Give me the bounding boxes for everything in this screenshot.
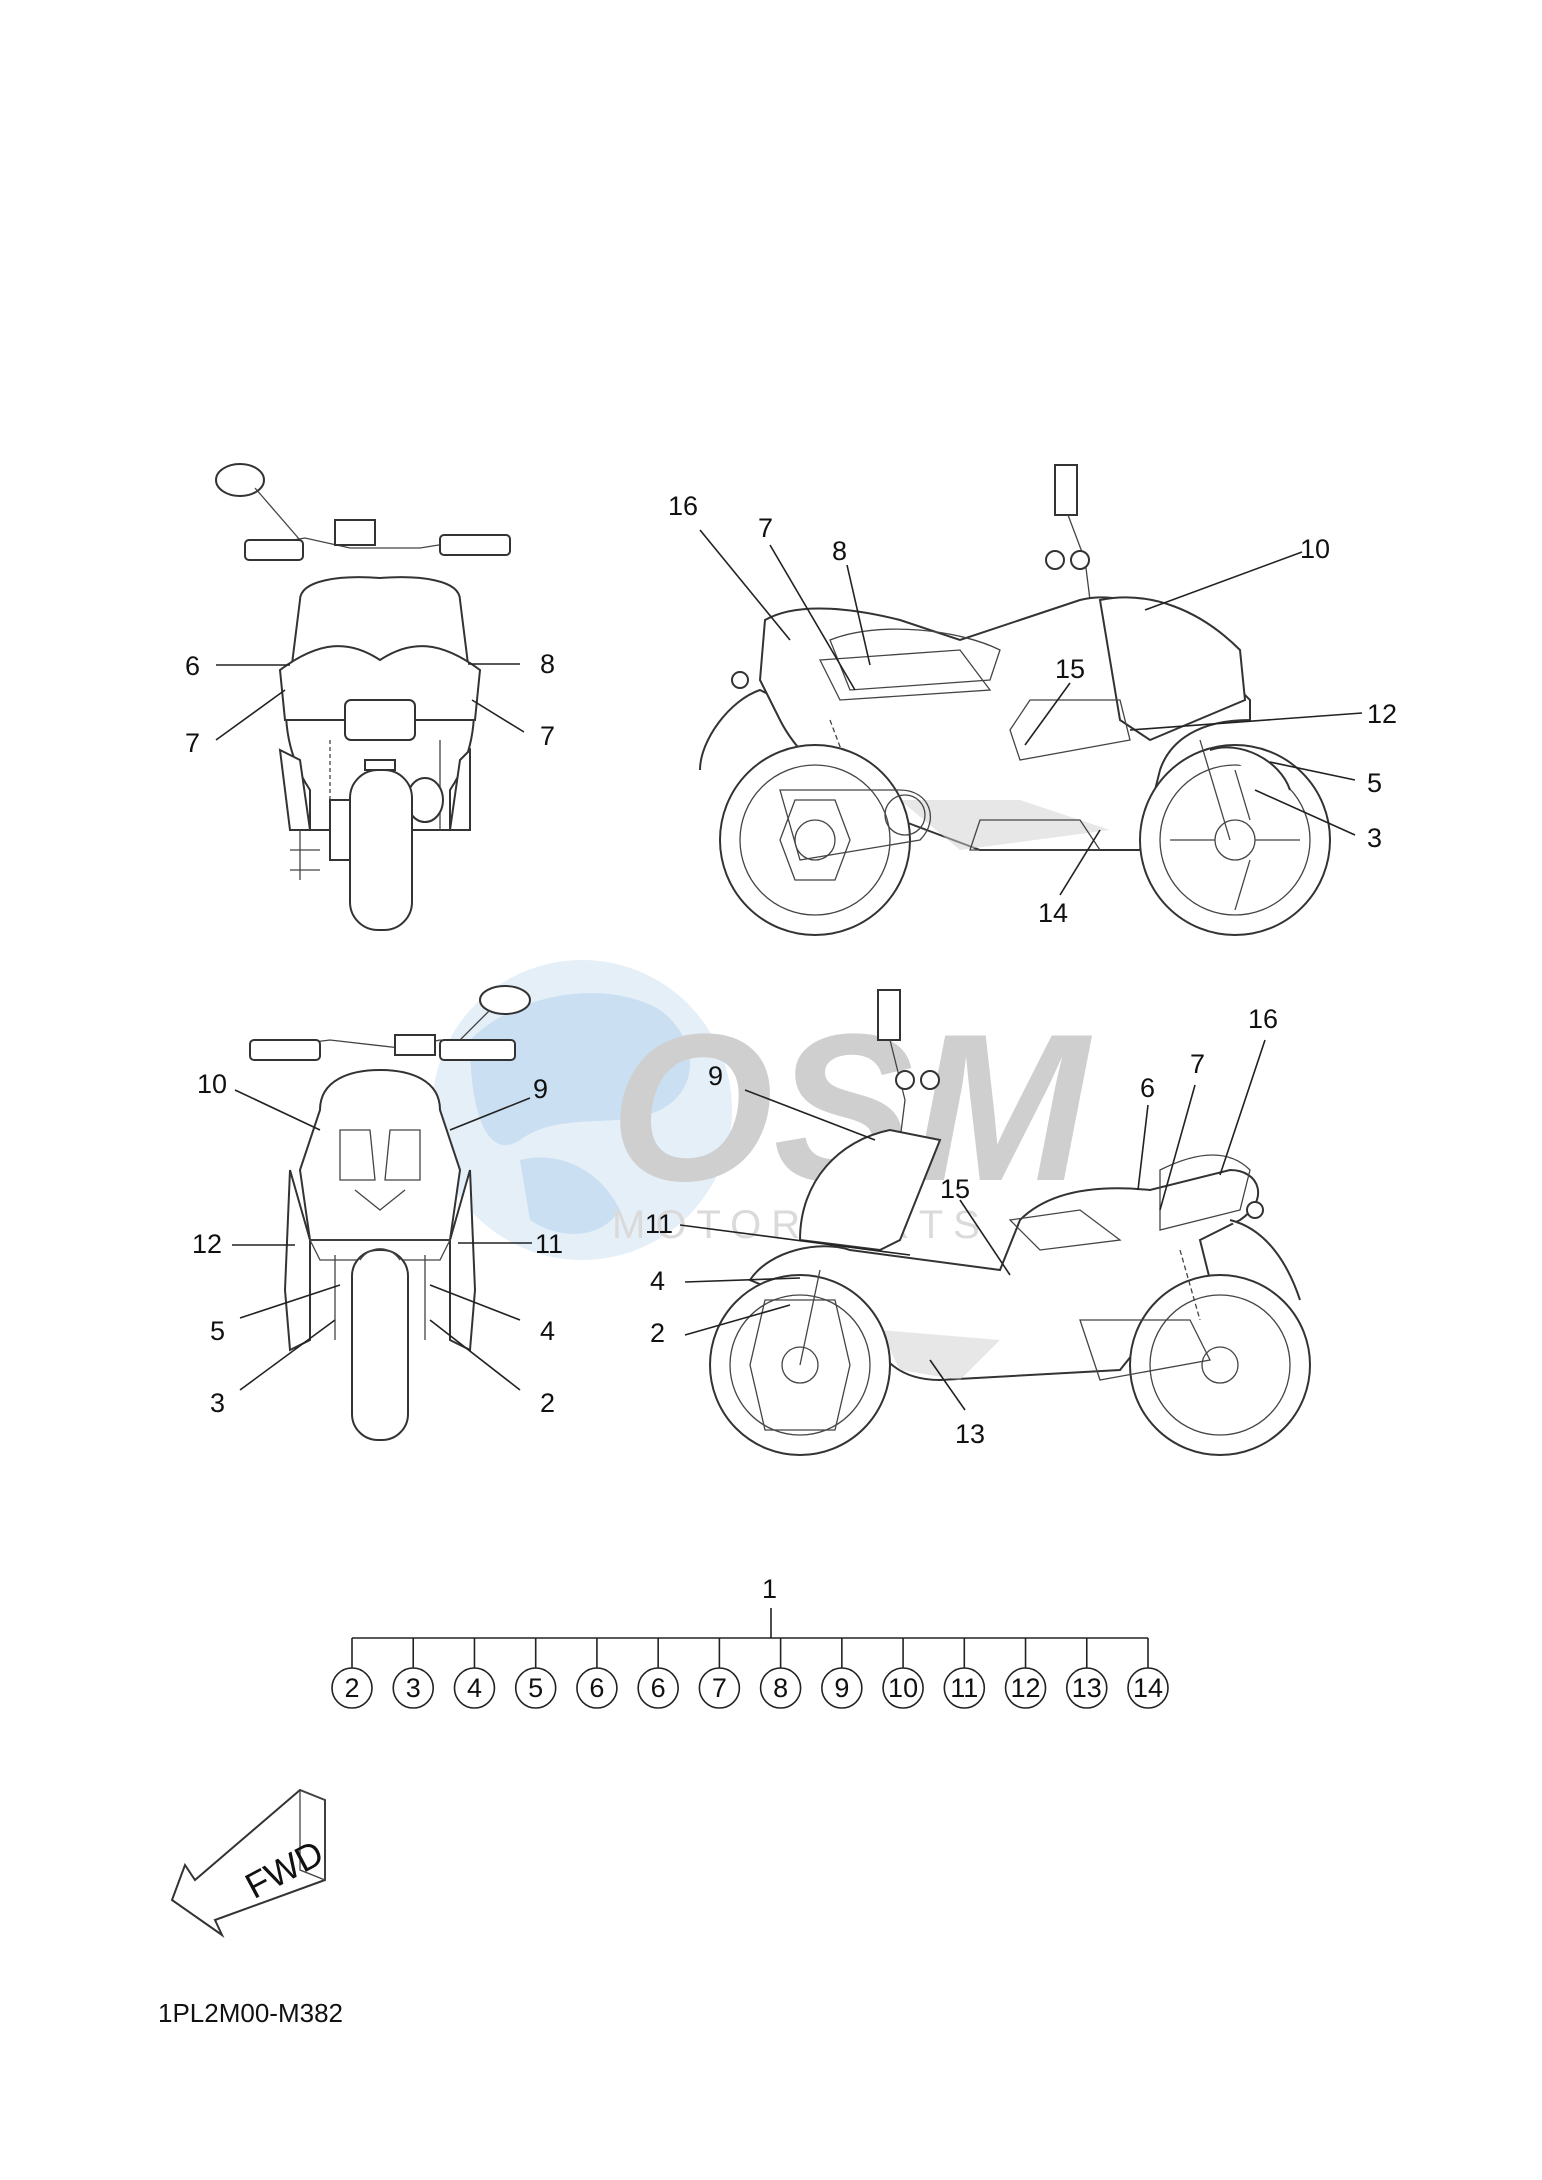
callout-label: 5 (210, 1316, 225, 1346)
kit-item-label: 6 (651, 1673, 666, 1703)
callout-label: 5 (1367, 768, 1382, 798)
rear-view-leaders (215, 663, 525, 741)
fwd-arrow: FWD (170, 1788, 330, 1938)
kit-label: 1 (762, 1574, 777, 1604)
callout-label: 9 (533, 1074, 548, 1104)
callout-label: 15 (940, 1174, 970, 1204)
kit-item-circle (882, 1667, 924, 1709)
kit-item-label: 7 (712, 1673, 727, 1703)
callout-label: 8 (832, 536, 847, 566)
right-side-leaders (699, 529, 1363, 896)
callout-label: 4 (650, 1266, 665, 1296)
callout-label: 9 (708, 1061, 723, 1091)
right-side-labels: 16 7 8 10 15 12 5 3 14 (668, 491, 1397, 928)
callout-label: 6 (185, 651, 200, 681)
kit-item-label: 5 (528, 1673, 543, 1703)
kit-item-circle (1065, 1667, 1108, 1709)
kit-item-circle (637, 1667, 679, 1709)
kit-item-circle (698, 1667, 741, 1709)
callout-label: 4 (540, 1316, 555, 1346)
callout-label: 16 (1248, 1004, 1278, 1034)
callout-label: 7 (185, 728, 200, 758)
kit-group: 1 2 3 4 5 6 6 7 8 9 10 11 12 13 14 (331, 1574, 1169, 1709)
callout-label: 3 (1367, 823, 1382, 853)
kit-item-circle (1004, 1667, 1047, 1709)
callout-label: 6 (1140, 1073, 1155, 1103)
front-view-drawing (249, 985, 531, 1441)
kit-item-circle (759, 1667, 802, 1709)
kit-item-circle (1127, 1667, 1169, 1709)
callout-label: 14 (1038, 898, 1068, 928)
kit-item-circle (514, 1667, 557, 1709)
kit-item-circle (392, 1667, 435, 1709)
callout-label: 10 (1300, 534, 1330, 564)
left-side-labels: 9 6 7 16 15 11 4 2 13 (645, 1004, 1278, 1449)
kit-item-label: 11 (950, 1673, 978, 1703)
kit-item-label: 4 (467, 1673, 482, 1703)
kit-item-label: 12 (1011, 1673, 1041, 1703)
kit-item-label: 2 (344, 1673, 359, 1703)
front-view-labels: 10 9 12 11 5 4 3 2 (192, 1069, 563, 1418)
callout-label: 8 (540, 649, 555, 679)
left-side-leaders (679, 1039, 1266, 1411)
kit-item-label: 3 (406, 1673, 421, 1703)
callout-label: 15 (1055, 654, 1085, 684)
callout-label: 2 (650, 1318, 665, 1348)
kit-item-circle (943, 1667, 986, 1709)
kit-item-label: 13 (1072, 1673, 1102, 1703)
callout-label: 7 (1190, 1049, 1205, 1079)
callout-label: 7 (758, 513, 773, 543)
kit-item-label: 6 (589, 1673, 604, 1703)
rear-view-drawing (215, 463, 511, 931)
callout-label: 2 (540, 1388, 555, 1418)
kit-item-label: 14 (1133, 1673, 1163, 1703)
left-side-drawing (709, 989, 1311, 1456)
watermark-logo: OSM MOTORPARTS (432, 960, 1092, 1260)
callout-label: 10 (197, 1069, 227, 1099)
callout-label: 11 (645, 1209, 673, 1239)
front-view-leaders (232, 1089, 532, 1391)
kit-items: 2 3 4 5 6 6 7 8 9 10 11 12 13 14 (331, 1638, 1169, 1709)
callout-label: 13 (955, 1419, 985, 1449)
kit-item-label: 8 (773, 1673, 788, 1703)
right-side-drawing (699, 464, 1331, 936)
rear-view-labels: 6 8 7 7 (185, 649, 555, 758)
diagram-code: 1PL2M00-M382 (158, 1998, 343, 2028)
kit-item-circle (453, 1667, 496, 1709)
kit-item-circle (821, 1667, 863, 1709)
kit-item-label: 9 (834, 1673, 849, 1703)
callout-label: 11 (535, 1229, 563, 1259)
kit-item-label: 10 (888, 1673, 918, 1703)
kit-item-circle (331, 1667, 373, 1709)
callout-label: 12 (1367, 699, 1397, 729)
callout-label: 7 (540, 721, 555, 751)
kit-item-circle (576, 1667, 618, 1709)
callout-label: 3 (210, 1388, 225, 1418)
callout-label: 16 (668, 491, 698, 521)
callout-label: 12 (192, 1229, 222, 1259)
